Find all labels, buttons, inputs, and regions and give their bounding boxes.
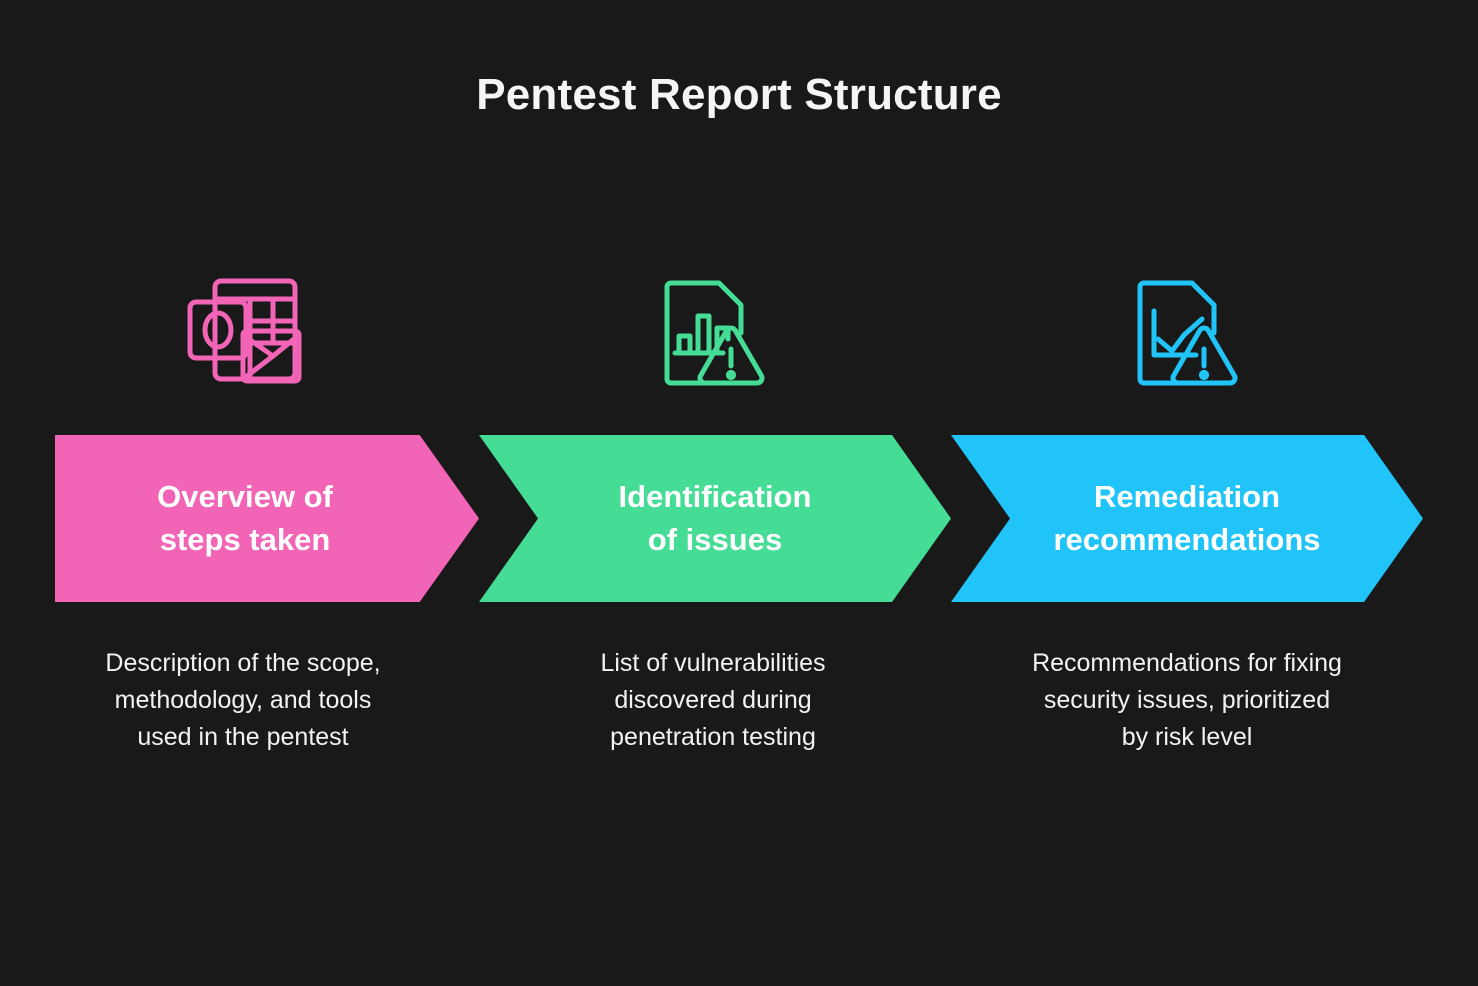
step-2-description: List of vulnerabilities discovered durin… <box>600 649 826 751</box>
document-line-chart-warning-icon <box>1137 280 1238 385</box>
step-1-description: Description of the scope, methodology, a… <box>105 649 381 751</box>
document-bar-chart-warning-icon <box>664 280 765 385</box>
report-table-envelope-icon <box>187 278 302 383</box>
step-2-icon-container <box>479 255 951 410</box>
step-2-chevron[interactable]: Identification of issues <box>479 435 951 602</box>
process-step-3: Remediation recommendations Recommendati… <box>951 255 1423 775</box>
process-step-2: Identification of issues List of vulnera… <box>479 255 951 775</box>
step-1-label: Overview of steps taken <box>157 478 333 557</box>
page-title: Pentest Report Structure <box>476 70 1002 119</box>
step-1-chevron[interactable]: Overview of steps taken <box>55 435 479 602</box>
step-3-chevron[interactable]: Remediation recommendations <box>951 435 1423 602</box>
process-flow: Overview of steps taken Description of t… <box>0 255 1478 775</box>
step-1-icon-container <box>55 255 479 410</box>
step-3-description: Recommendations for fixing security issu… <box>1032 649 1342 751</box>
step-3-icon-container <box>951 255 1423 410</box>
process-step-1: Overview of steps taken Description of t… <box>55 255 479 775</box>
step-3-label: Remediation recommendations <box>1053 478 1321 557</box>
step-2-label: Identification of issues <box>618 478 812 557</box>
